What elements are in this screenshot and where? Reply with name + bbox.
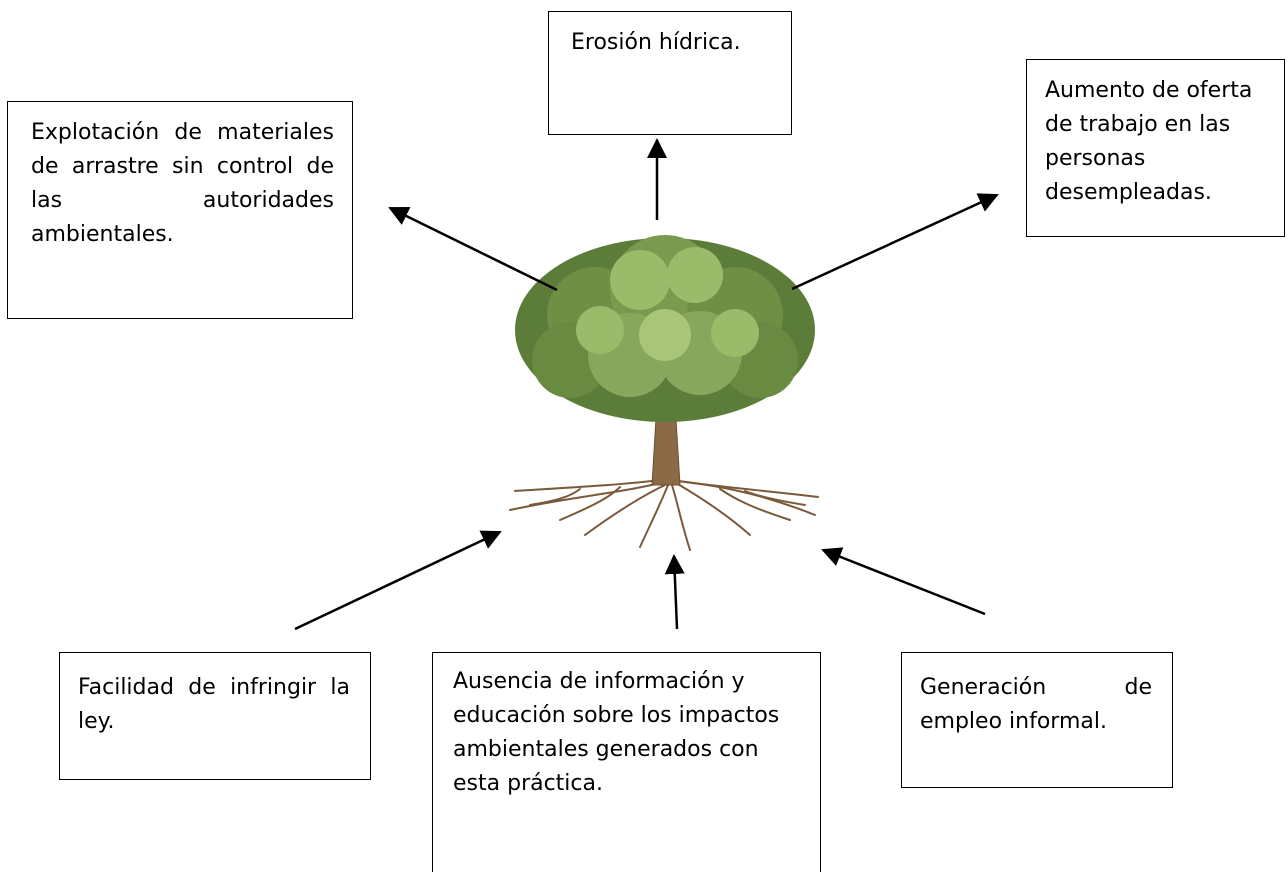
arrow-from-generacion [821, 547, 986, 616]
box-aumento: Aumento de oferta de trabajo en las pers… [1026, 59, 1285, 237]
box-aumento-text: Aumento de oferta de trabajo en las pers… [1045, 78, 1253, 205]
box-facilidad: Facilidad de infringir la ley. [59, 652, 371, 780]
box-explotacion: Explotación de materiales de arrastre si… [7, 101, 353, 319]
box-facilidad-text: Facilidad de infringir la ley. [78, 675, 350, 734]
arrow-from-ausencia [664, 554, 685, 630]
tree-icon [509, 235, 819, 551]
box-erosion-text: Erosión hídrica. [571, 30, 741, 55]
tree-canopy [515, 235, 815, 422]
box-ausencia: Ausencia de información y educación sobr… [432, 652, 821, 872]
box-erosion: Erosión hídrica. [548, 11, 792, 135]
arrow-from-facilidad [294, 530, 502, 631]
box-ausencia-text: Ausencia de información y educación sobr… [453, 669, 780, 796]
box-generacion-text: Generación de empleo informal. [920, 675, 1152, 734]
tree-roots [509, 479, 819, 551]
box-explotacion-text: Explotación de materiales de arrastre si… [31, 120, 334, 247]
box-generacion: Generación de empleo informal. [901, 652, 1173, 788]
